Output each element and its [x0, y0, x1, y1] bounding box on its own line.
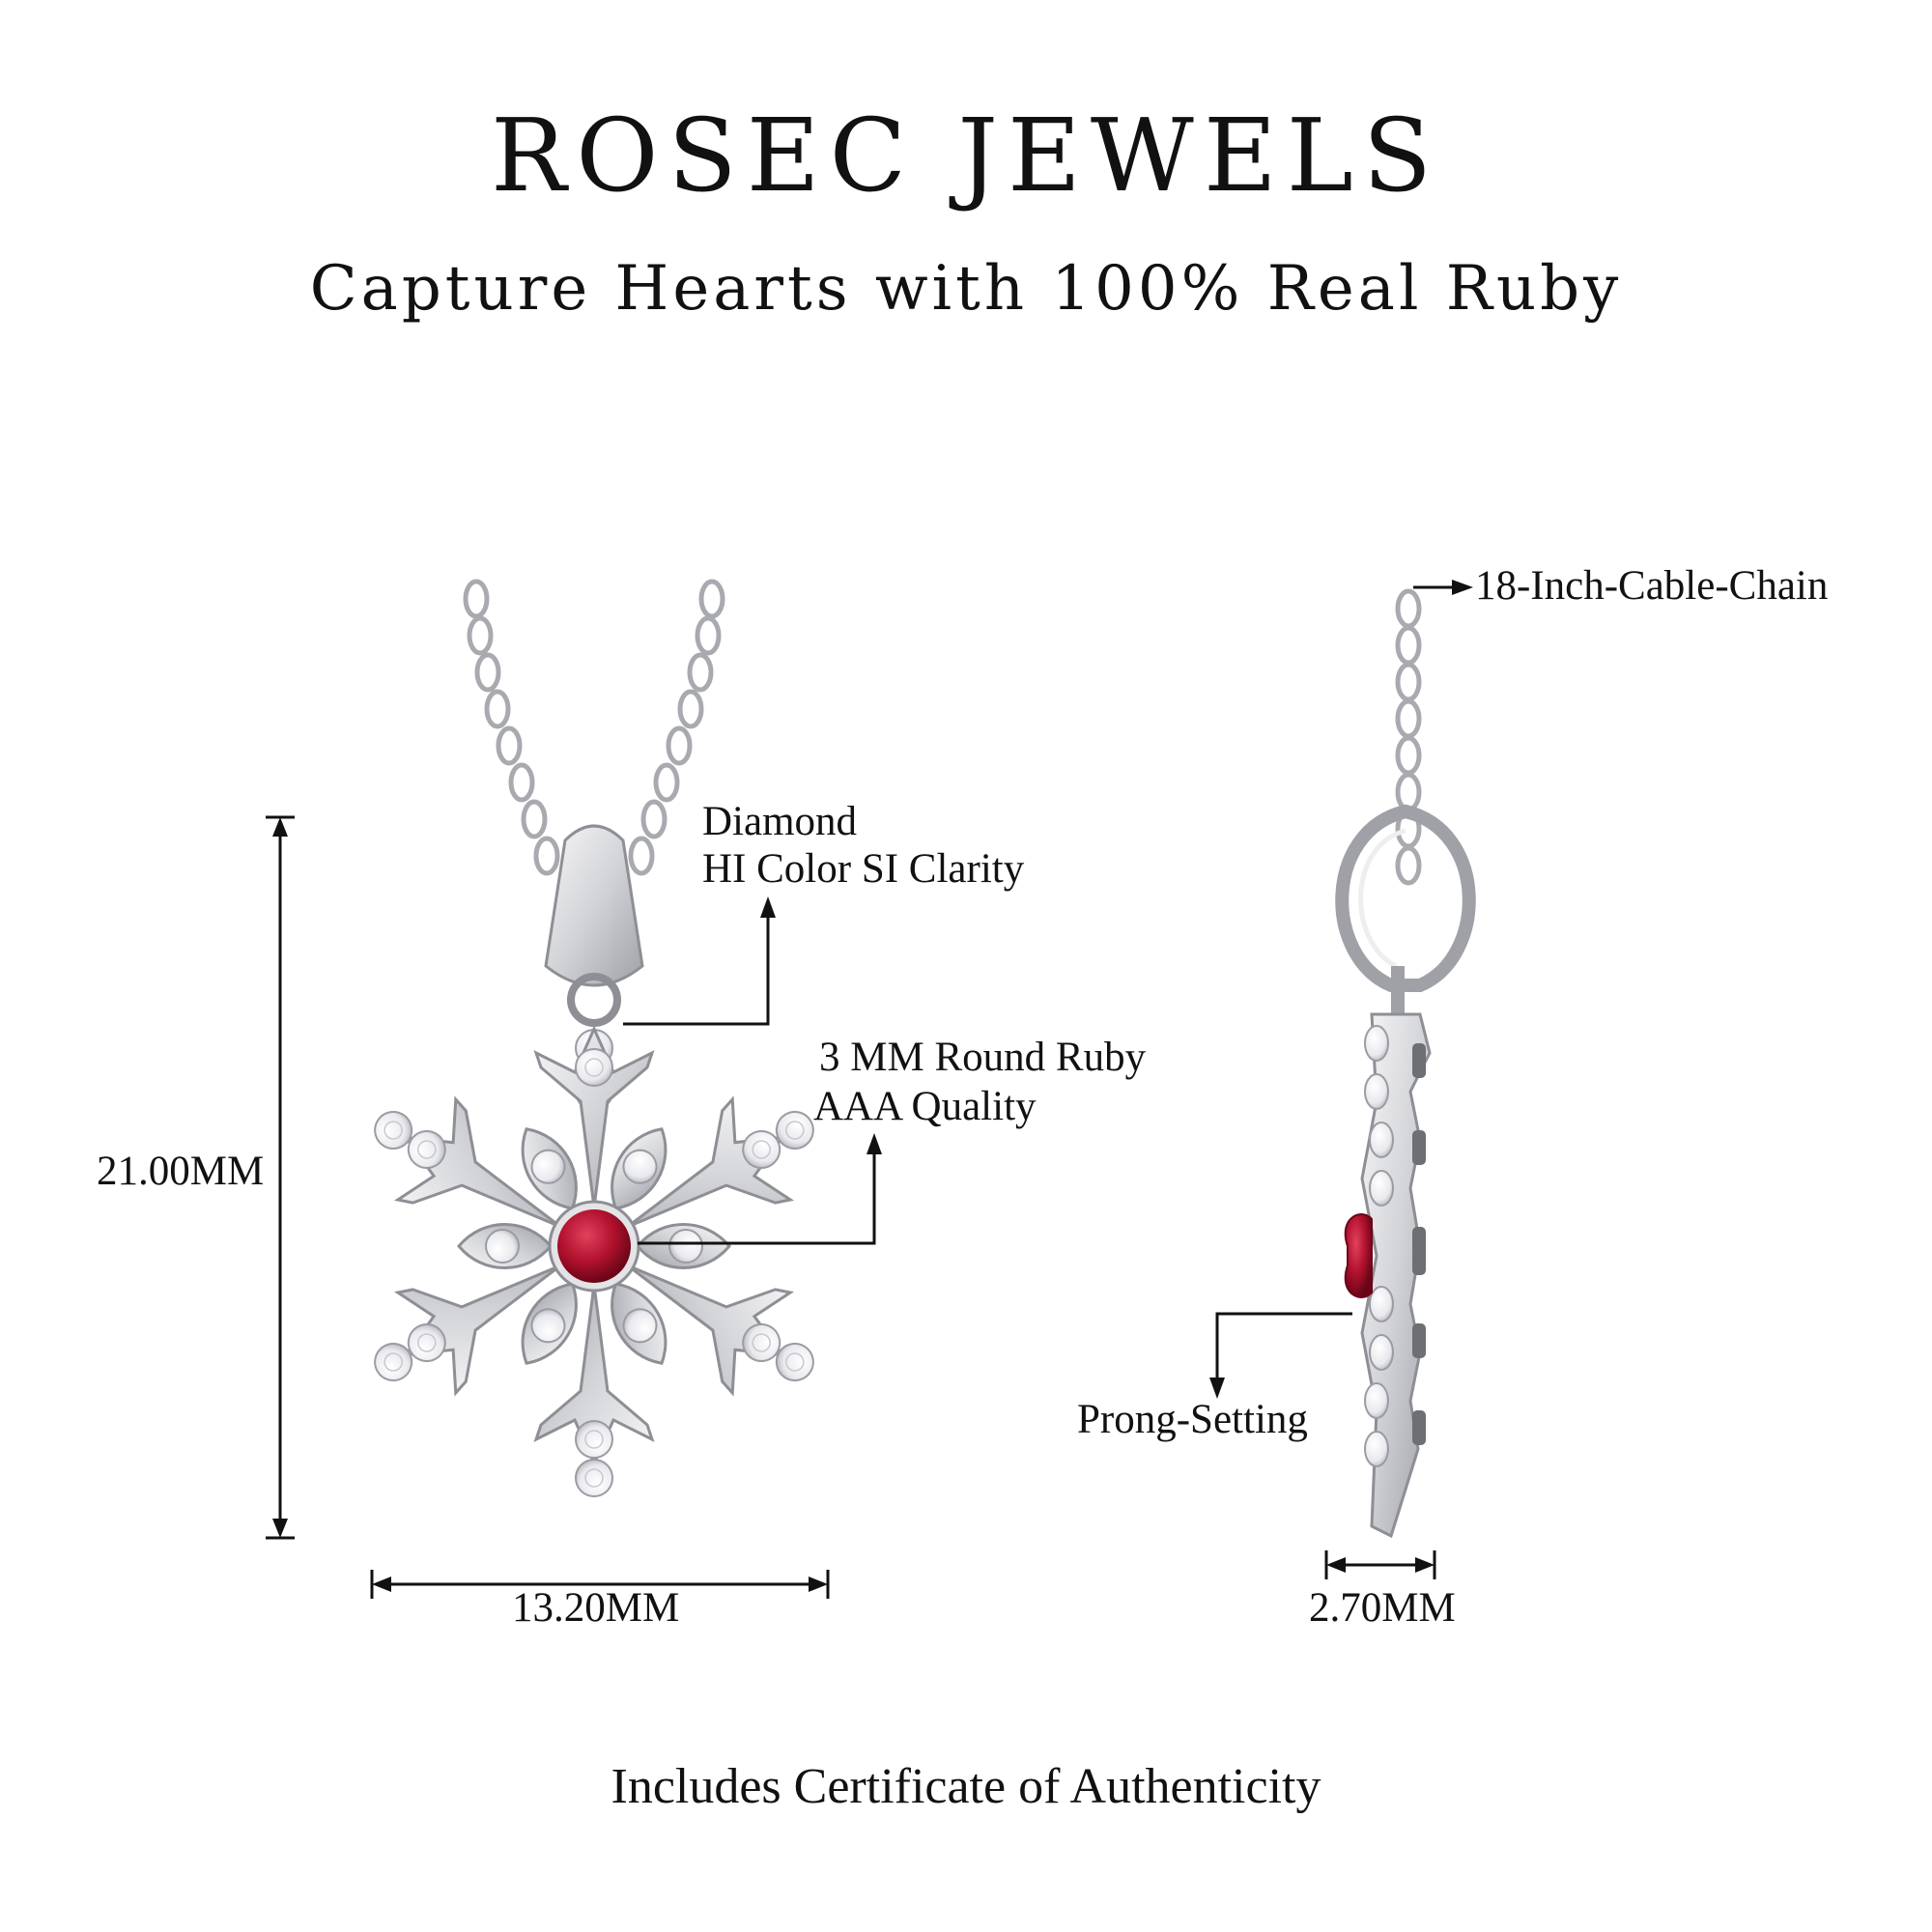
- depth-dimension: 2.70MM: [1309, 1585, 1456, 1631]
- height-dimension: 21.00MM: [97, 1149, 265, 1194]
- front-snowflake: [367, 1027, 821, 1497]
- side-chain: [1395, 588, 1422, 886]
- dimension-lines: [266, 580, 1473, 1599]
- diamond-label: Diamond: [702, 799, 858, 844]
- front-chain: [463, 579, 725, 876]
- side-profile: [1344, 1012, 1432, 1539]
- tagline: Capture Hearts with 100% Real Ruby: [309, 253, 1623, 325]
- width-dimension: 13.20MM: [512, 1585, 680, 1631]
- setting-label: Prong-Setting: [1077, 1397, 1308, 1442]
- ruby-size-label: 3 MM Round Ruby: [819, 1035, 1147, 1080]
- ruby-quality-label: AAA Quality: [813, 1084, 1037, 1129]
- chain-label: 18-Inch-Cable-Chain: [1475, 563, 1829, 609]
- ruby-gem: [557, 1209, 631, 1283]
- brand-title: ROSEC JEWELS: [490, 97, 1442, 214]
- front-bail: [544, 824, 644, 1111]
- diamond-quality-label: HI Color SI Clarity: [702, 846, 1025, 892]
- certificate-note: Includes Certificate of Authenticity: [611, 1759, 1321, 1814]
